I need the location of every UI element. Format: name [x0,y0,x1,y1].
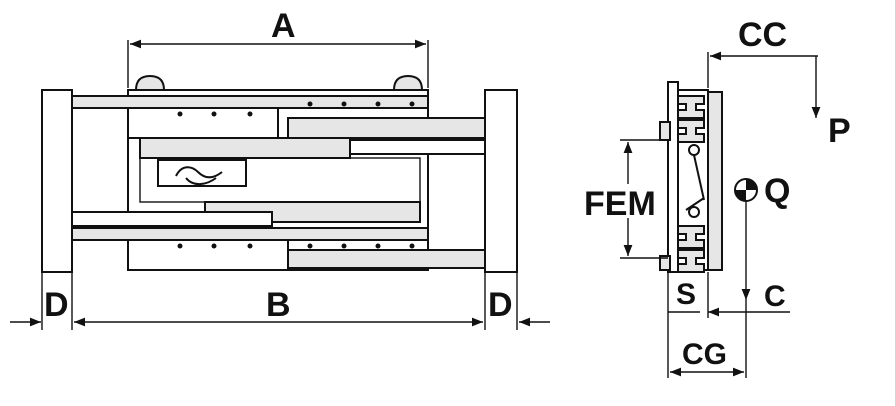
label-fem: FEM [584,185,656,223]
rail-profile-top-2 [677,119,705,143]
arm-inner-1 [139,137,351,159]
label-d-left: D [44,286,69,324]
rail-profile-bottom [677,225,705,249]
left-clamp-plate [41,89,73,273]
front-view: A D B D [10,7,550,330]
side-view: FEM CC P Q S C CG [582,16,851,378]
label-q: Q [764,172,790,210]
bottom-rail [71,227,429,241]
label-p: P [828,112,851,150]
bottom-hook [659,255,671,271]
pivot-bottom [688,206,700,218]
rivets-bottom [177,243,415,249]
pivot-top [688,144,700,156]
dimension-b-d: D B D [10,272,550,330]
label-cc: CC [738,16,787,54]
dimension-fem: FEM [582,139,668,259]
top-rail [71,95,429,109]
bottom-frame [127,239,289,271]
label-cg: CG [682,338,727,371]
dimension-cc: CC P [707,16,851,150]
top-arm-left [127,107,279,139]
arm-inner-2 [349,139,486,155]
hose-icon [175,166,223,185]
dimension-a: A [127,7,429,88]
label-c: C [764,280,786,313]
label-b: B [266,286,291,324]
centre-of-gravity: Q [734,172,790,300]
mounting-lug-left [134,74,166,91]
right-clamp-plate [484,89,518,273]
rail-profile-bottom-2 [677,249,705,273]
rail-profile-top [677,95,705,119]
mounting-lug-right [392,74,424,91]
arm-section [707,91,723,271]
valve-block [157,159,247,187]
label-s: S [676,278,696,311]
lower-arm-left [71,211,273,227]
top-hook [659,121,671,141]
label-d-right: D [488,286,513,324]
carriage-plate [667,81,679,273]
lower-arm-right [287,249,486,269]
top-arm-right [287,117,486,139]
rivets-top [177,101,415,117]
label-a: A [271,7,296,45]
dimension-s-c-cg: S C CG [667,272,790,378]
